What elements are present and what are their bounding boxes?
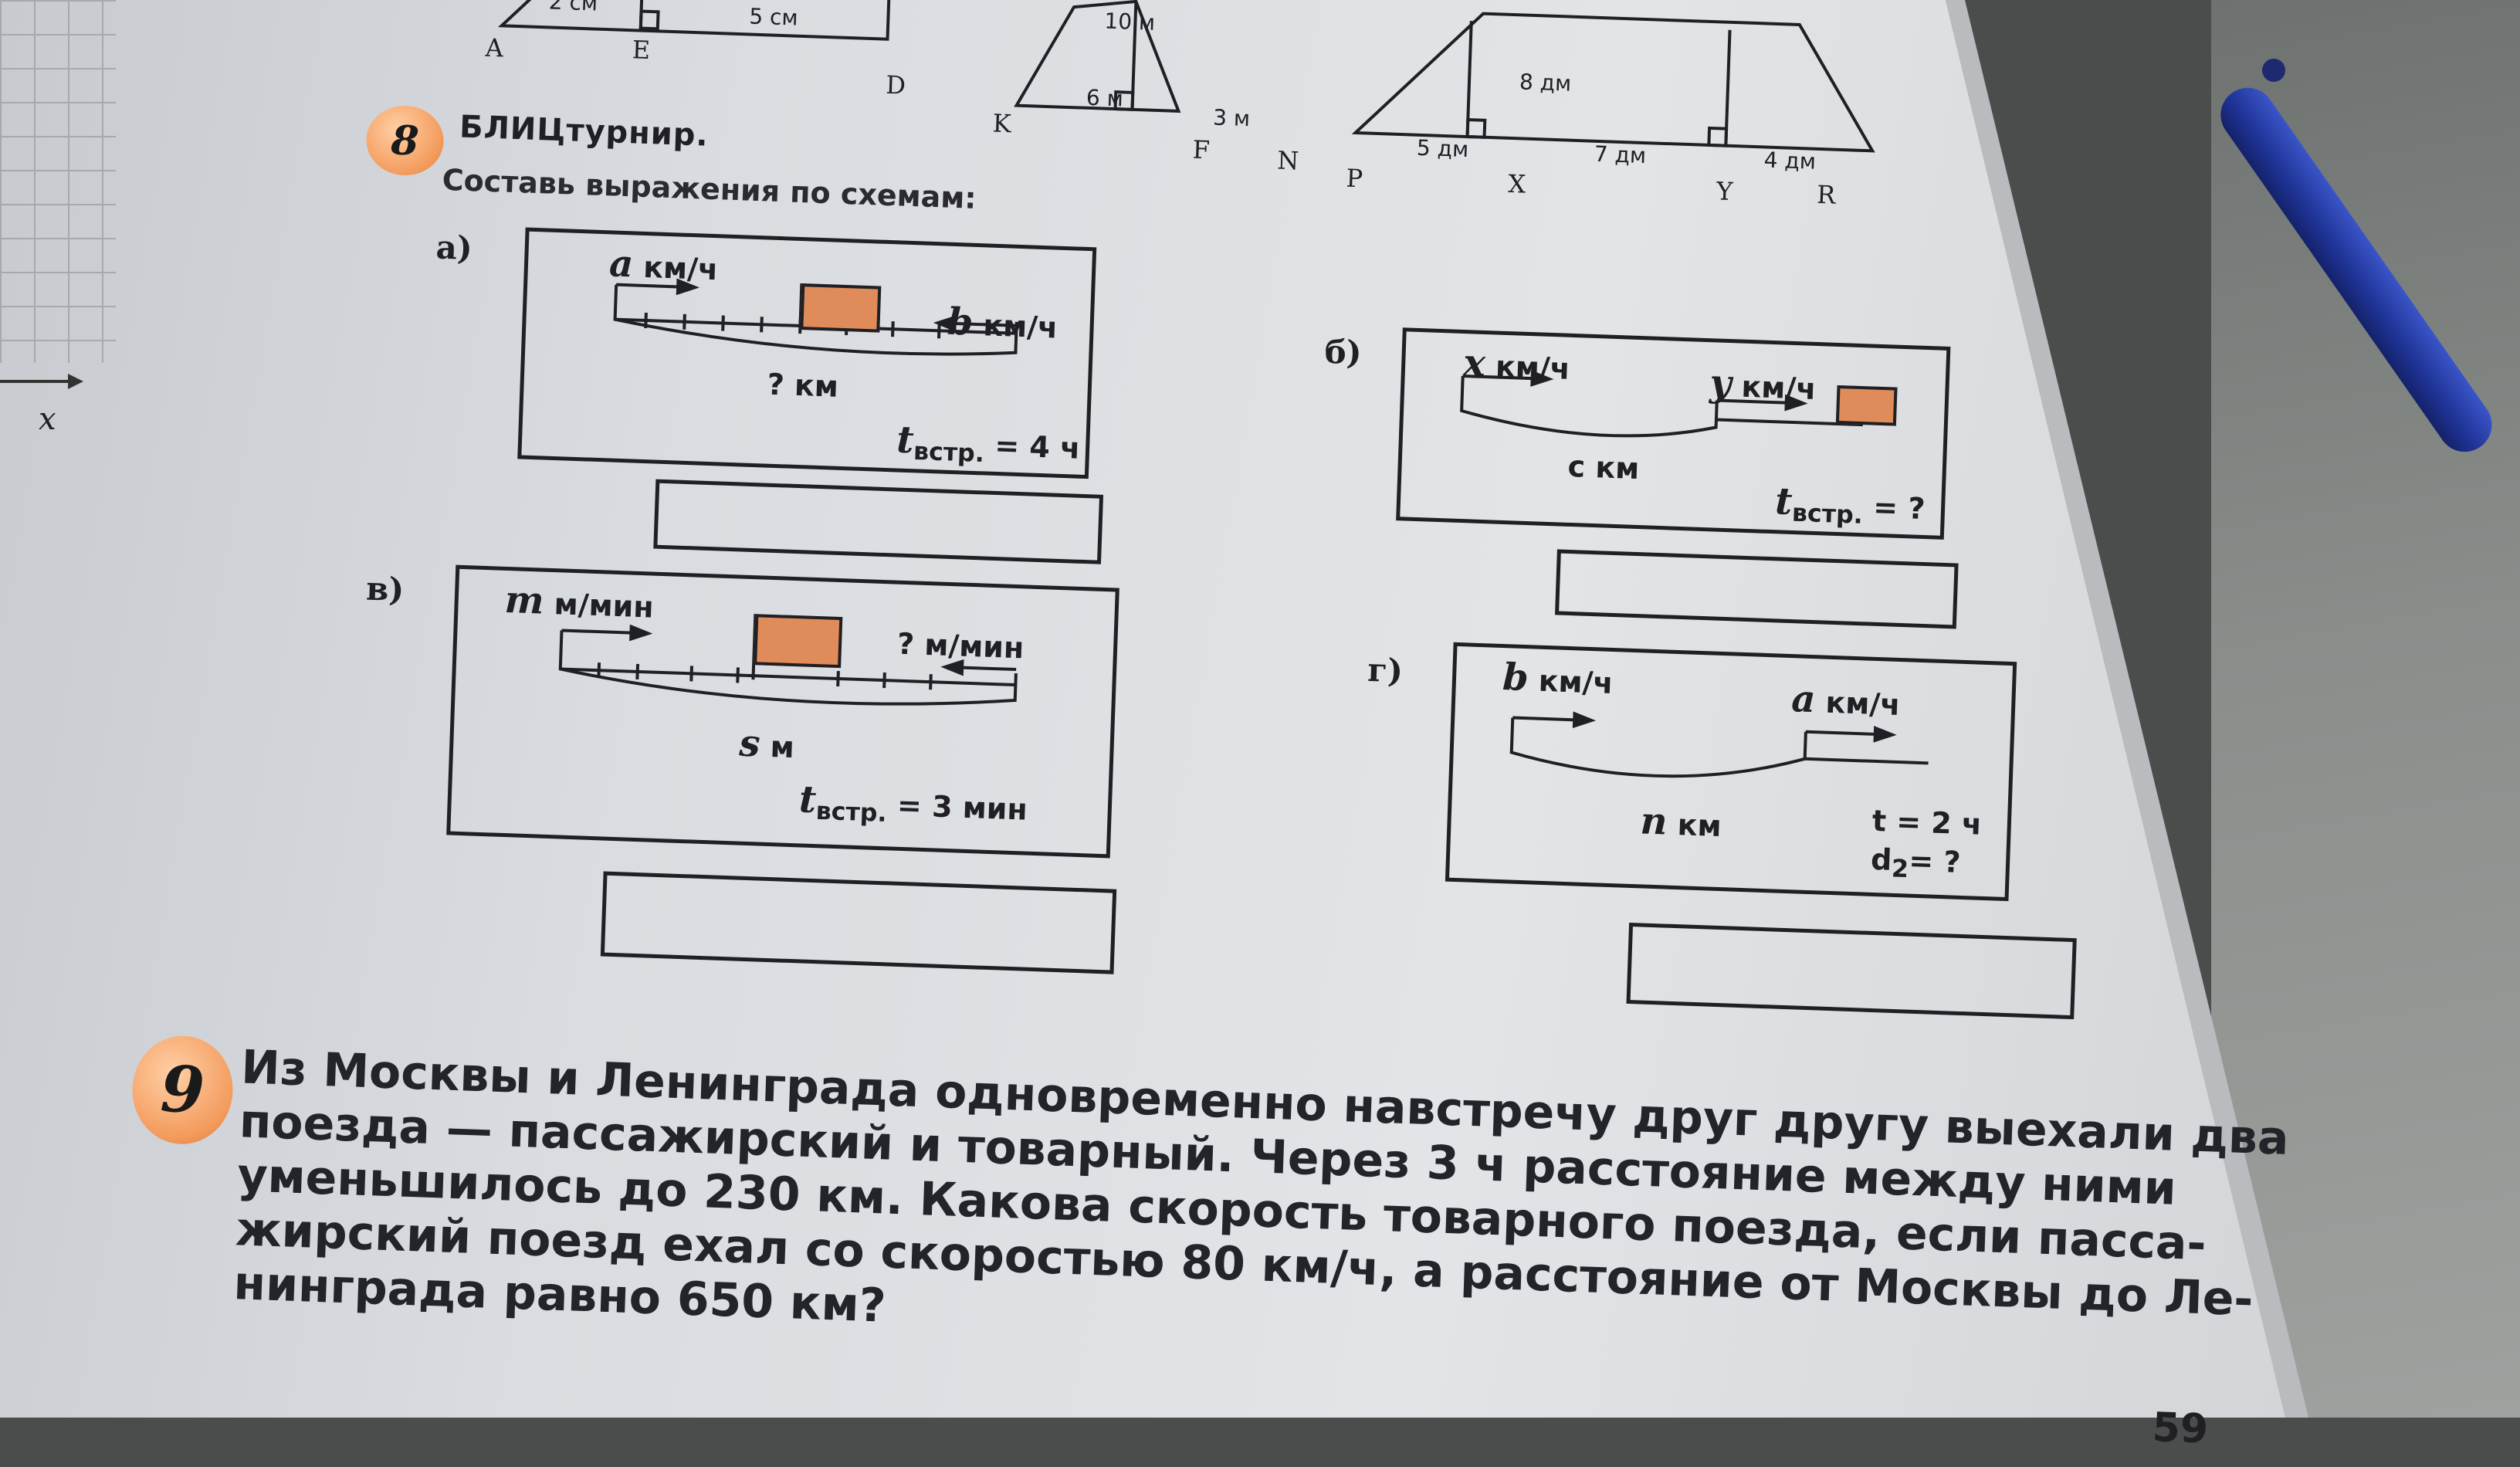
- scheme-g-left-speed: b км/ч: [1502, 656, 1614, 701]
- fig3-segment-1: 5 дм: [1416, 134, 1469, 163]
- scheme-g-time: t = 2 ч: [1871, 803, 1983, 842]
- scheme-b-left-speed: x км/ч: [1462, 341, 1571, 386]
- scheme-b-flag: [1835, 385, 1898, 426]
- scheme-a-distance: ? км: [767, 367, 839, 404]
- scheme-b-answer-box[interactable]: [1554, 549, 1959, 629]
- scheme-v-answer-box[interactable]: [600, 871, 1117, 974]
- scheme-b-letter: б): [1323, 332, 1363, 372]
- fig3-vertex-r: R: [1816, 179, 1836, 210]
- scheme-v-letter: в): [365, 569, 405, 609]
- fig1-vertex-e: E: [632, 35, 651, 66]
- scheme-a-time: tвстр. = 4 ч: [896, 418, 1081, 469]
- fig2-segment-1: 6 м: [1086, 84, 1124, 112]
- left-axis-line: [0, 380, 73, 383]
- scheme-g-distance: n км: [1639, 799, 1722, 844]
- scheme-v-flag: [754, 614, 843, 669]
- scheme-a-left-speed: a км/ч: [608, 242, 719, 287]
- scheme-v-left-speed: m м/мин: [503, 578, 655, 625]
- fig3-segment-3: 4 дм: [1763, 147, 1817, 174]
- textbook-page: [0, 0, 2285, 1418]
- scheme-g-diagram: [1509, 711, 1929, 778]
- fig2-segment-2: 3 м: [1212, 104, 1251, 132]
- fig1-vertex-d: D: [885, 69, 906, 100]
- task-9-badge: 9: [130, 1034, 235, 1146]
- top-geometry-figures: [497, 0, 1875, 153]
- scheme-a-flag: [800, 283, 882, 333]
- scheme-v-distance: s м: [738, 721, 795, 766]
- left-page-grid: [0, 0, 116, 363]
- fig2-side: 10 м: [1103, 8, 1156, 36]
- scheme-b-distance: с км: [1567, 449, 1641, 486]
- fig2-vertex-k: K: [992, 108, 1012, 139]
- fig1-segment-1: 2 см: [548, 0, 598, 16]
- fig1-segment-2: 5 см: [748, 3, 799, 31]
- scheme-v-time: tвстр. = 3 мин: [798, 778, 1028, 828]
- scheme-a-answer-box[interactable]: [653, 479, 1104, 564]
- scheme-b-right-speed: y км/ч: [1709, 361, 1817, 406]
- fig3-segment-2: 7 дм: [1594, 141, 1647, 169]
- scheme-g-letter: г): [1367, 650, 1404, 690]
- scheme-v-right-speed: ? м/мин: [896, 626, 1025, 666]
- left-axis-arrow: [68, 374, 83, 389]
- fig3-vertex-y: Y: [1716, 176, 1734, 207]
- fig2-vertex-f: F: [1192, 134, 1211, 165]
- scheme-g-distance-after: d2= ?: [1870, 842, 1962, 884]
- fig3-vertex-p: P: [1345, 163, 1363, 194]
- fig2-vertex-n: N: [1276, 145, 1299, 176]
- left-axis-label: x: [39, 401, 56, 437]
- fig3-vertex-x: X: [1507, 168, 1526, 199]
- page-number: 59: [2151, 1404, 2210, 1453]
- fig1-vertex-a: A: [485, 32, 504, 63]
- task-9-text: Из Москвы и Ленинграда одновременно навс…: [233, 1040, 2290, 1377]
- task-8-badge: 8: [364, 104, 445, 177]
- scheme-a-letter: а): [435, 228, 473, 268]
- scheme-b-time: tвстр. = ?: [1774, 479, 1926, 530]
- pen-cap: [2262, 59, 2285, 82]
- fig3-height: 8 дм: [1519, 69, 1572, 97]
- scheme-g-right-speed: a км/ч: [1790, 677, 1902, 723]
- scheme-a-right-speed: b км/ч: [946, 300, 1058, 345]
- scheme-g-answer-box[interactable]: [1626, 922, 2077, 1020]
